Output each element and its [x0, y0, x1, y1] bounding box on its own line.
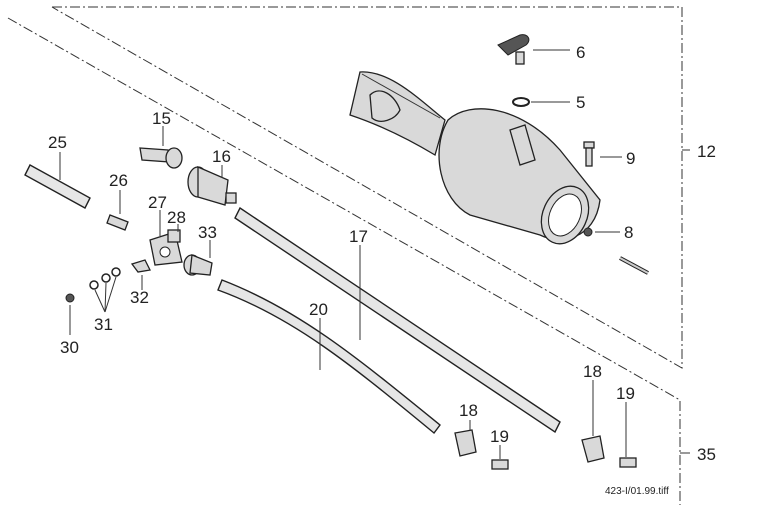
housing-part-12	[349, 71, 601, 245]
fitting-part-19-b	[619, 402, 637, 468]
hose-part-17	[234, 206, 561, 434]
callout-30: 30	[60, 338, 79, 357]
callout-32: 32	[130, 288, 149, 307]
nut-part-18-b	[581, 380, 605, 463]
nut-part-18-a	[454, 420, 477, 457]
o-ring-part-5	[512, 97, 570, 107]
long-bolt	[619, 256, 649, 275]
callout-33: 33	[198, 223, 217, 242]
callout-19-b: 19	[616, 384, 635, 403]
fitting-part-33	[183, 240, 213, 276]
sleeve-part-15	[139, 126, 183, 169]
hose-part-25	[24, 152, 91, 209]
fitting-part-19-a	[491, 445, 509, 470]
nipple-part-26	[106, 190, 129, 231]
callout-27: 27	[148, 193, 167, 212]
callout-25: 25	[48, 133, 67, 152]
callout-5: 5	[576, 93, 585, 112]
callout-17: 17	[349, 227, 368, 246]
callout-12: 12	[697, 142, 716, 161]
filter-part-16	[187, 165, 237, 206]
lever-part-6	[497, 34, 570, 65]
callout-16: 16	[212, 147, 231, 166]
callout-8: 8	[624, 223, 633, 242]
callout-9: 9	[626, 149, 635, 168]
nut-part-8	[583, 227, 620, 237]
figure-file-name: 423-I/01.99.tiff	[605, 486, 669, 497]
callout-18-a: 18	[459, 401, 478, 420]
screw-part-30	[65, 293, 75, 335]
hose-part-20	[217, 279, 441, 435]
callout-18-b: 18	[583, 362, 602, 381]
callout-6: 6	[576, 43, 585, 62]
callout-19-a: 19	[490, 427, 509, 446]
callout-35: 35	[697, 445, 716, 464]
callout-20: 20	[309, 300, 328, 319]
callout-28: 28	[167, 208, 186, 227]
washers-part-31	[89, 267, 121, 313]
callout-31: 31	[94, 315, 113, 334]
clamp-part-27-28	[149, 210, 183, 266]
callout-26: 26	[109, 171, 128, 190]
screw-part-9	[583, 141, 622, 167]
callout-15: 15	[152, 109, 171, 128]
assembly-boundary-35	[7, 17, 690, 505]
bracket-part-32	[130, 259, 151, 290]
assembly-boundary-12	[51, 6, 690, 369]
